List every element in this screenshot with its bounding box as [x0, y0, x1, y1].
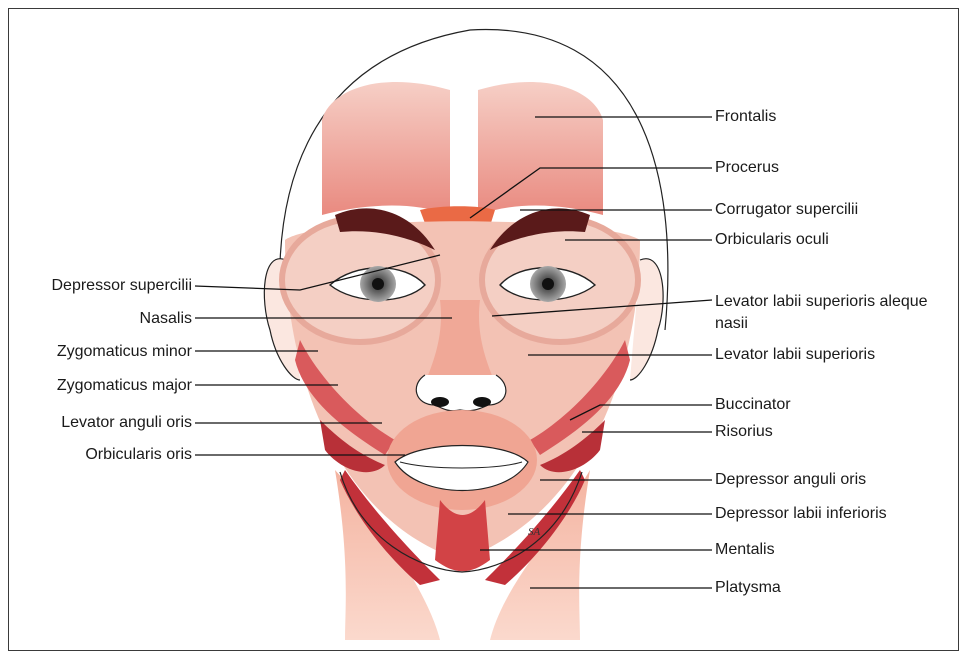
frontalis-right	[478, 82, 603, 215]
label-depressor-supercilii: Depressor supercilii	[0, 277, 192, 295]
label-levator-labii-superioris-aleque-nasii: Levator labii superioris aleque	[715, 293, 928, 311]
label-platysma: Platysma	[715, 579, 781, 597]
artist-signature: SA	[528, 526, 541, 538]
label-orbicularis-oris: Orbicularis oris	[0, 446, 192, 464]
label-depressor-labii-inferioris: Depressor labii inferioris	[715, 505, 887, 523]
label-procerus: Procerus	[715, 159, 779, 177]
label-mentalis: Mentalis	[715, 541, 775, 559]
label-levator-labii-superioris-aleque-nasii-cont: nasii	[715, 315, 748, 333]
label-levator-labii-superioris: Levator labii superioris	[715, 346, 875, 364]
label-nasalis: Nasalis	[0, 310, 192, 328]
label-levator-anguli-oris: Levator anguli oris	[0, 414, 192, 432]
frontalis-left	[322, 82, 450, 215]
label-frontalis: Frontalis	[715, 108, 776, 126]
label-depressor-anguli-oris: Depressor anguli oris	[715, 471, 866, 489]
label-zygomaticus-major: Zygomaticus major	[0, 377, 192, 395]
label-buccinator: Buccinator	[715, 396, 791, 414]
label-risorius: Risorius	[715, 423, 773, 441]
label-orbicularis-oculi: Orbicularis oculi	[715, 231, 829, 249]
label-zygomaticus-minor: Zygomaticus minor	[0, 343, 192, 361]
label-corrugator-supercilii: Corrugator supercilii	[715, 201, 858, 219]
